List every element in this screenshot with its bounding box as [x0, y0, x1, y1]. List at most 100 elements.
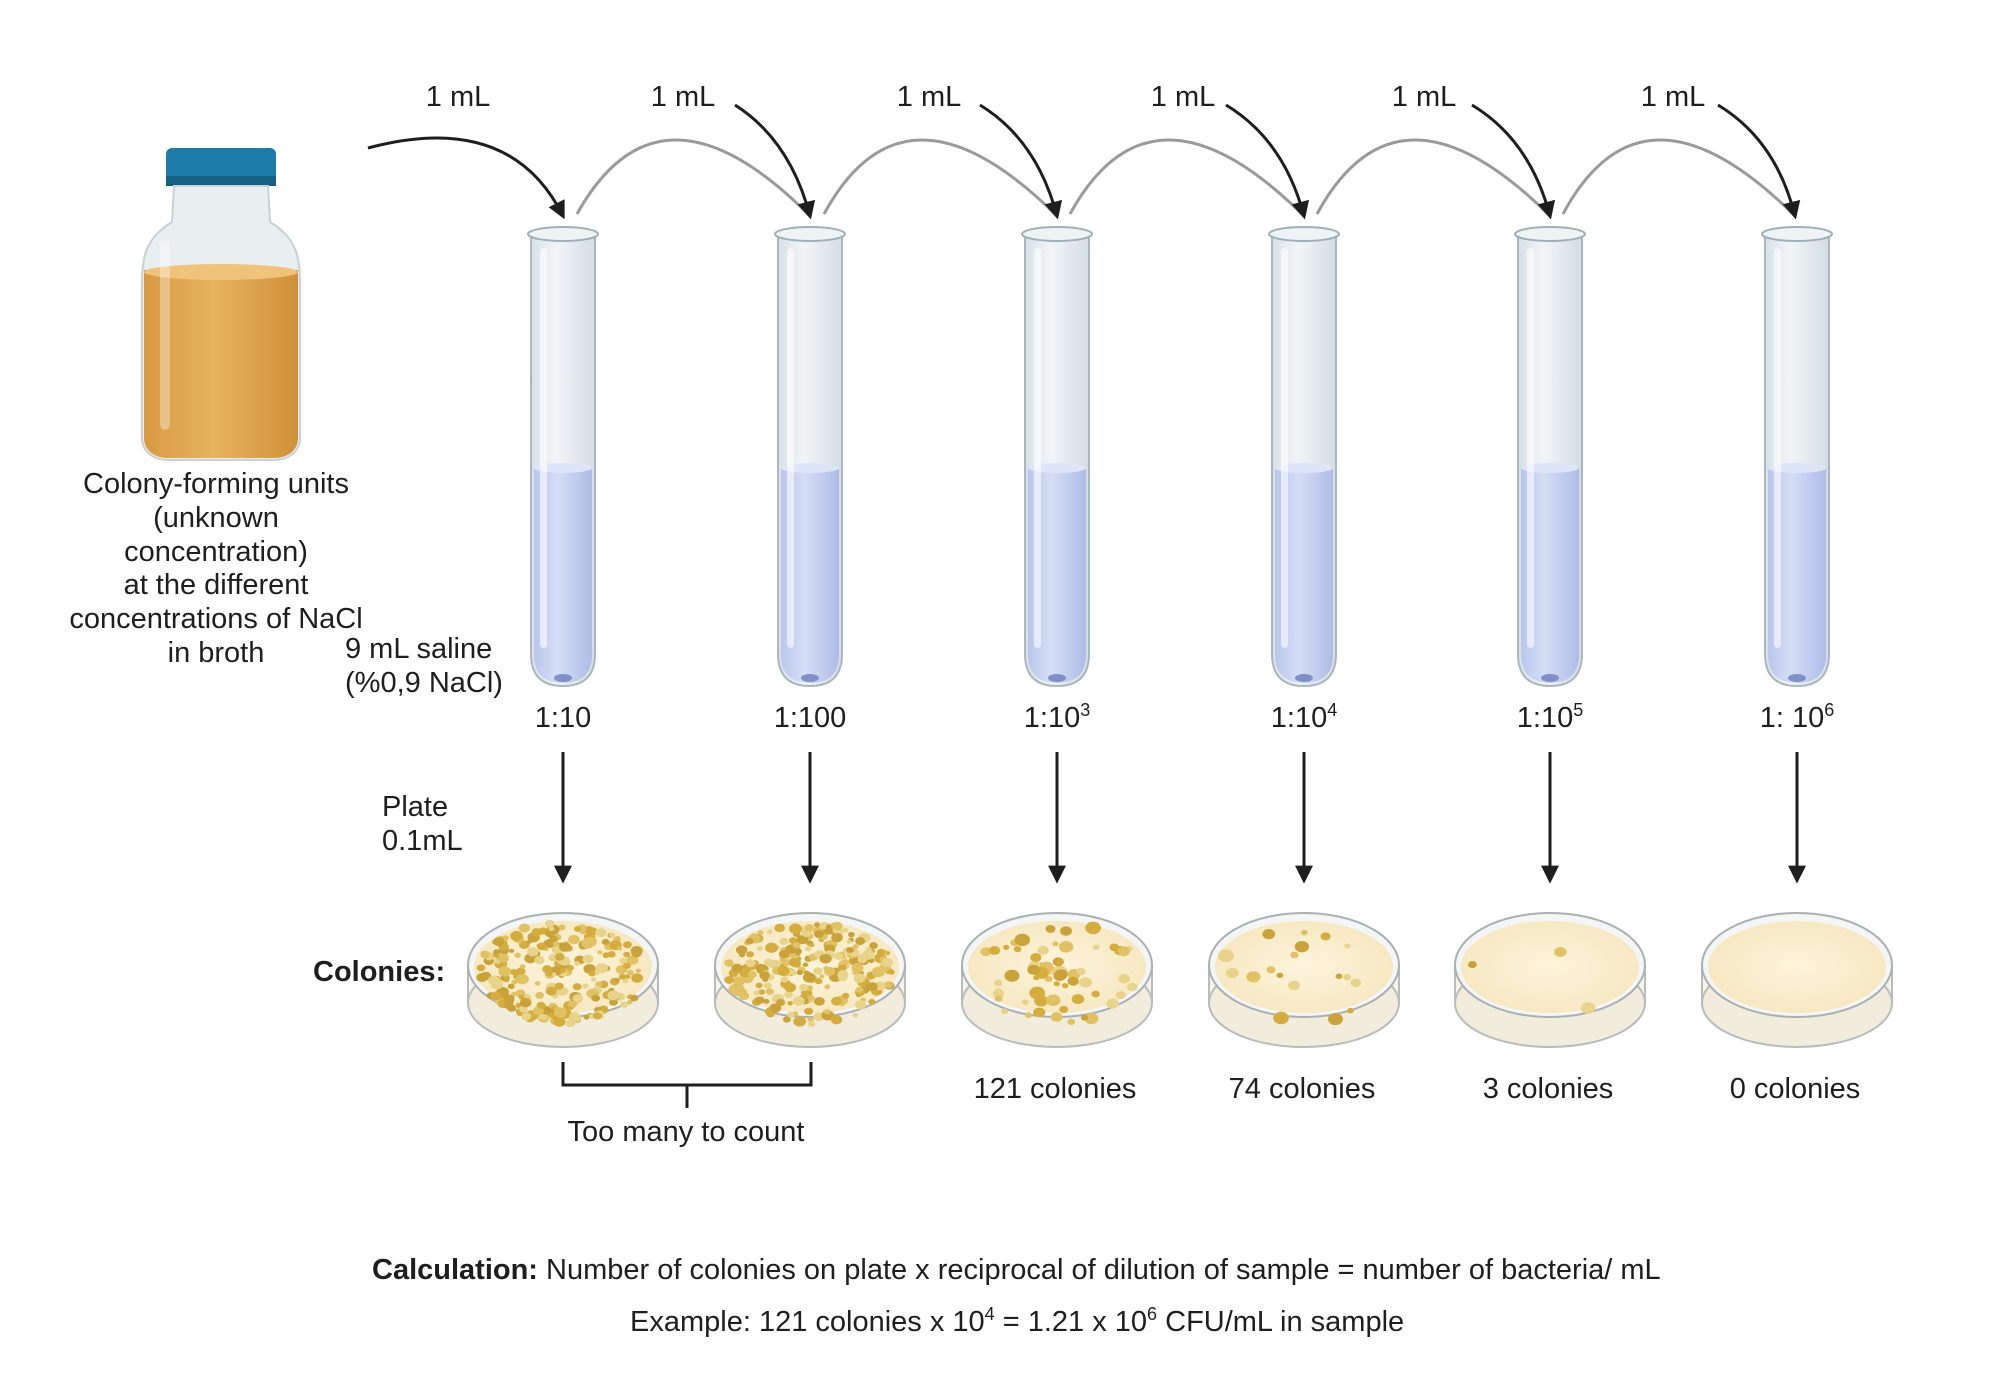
bottle-label-line: in broth	[167, 637, 265, 669]
colony	[595, 963, 609, 974]
tube-rim	[1514, 226, 1586, 242]
example-text: Example: 121 colonies x 104 = 1.21 x 106…	[630, 1304, 1405, 1338]
colony	[724, 975, 735, 984]
colony	[510, 931, 523, 942]
colony	[1246, 971, 1261, 983]
colony	[756, 946, 763, 952]
colony	[554, 1007, 567, 1018]
colony	[799, 983, 809, 992]
tube-saline	[1028, 468, 1086, 683]
colony	[819, 953, 832, 964]
colony	[568, 934, 580, 945]
colony	[778, 949, 790, 959]
colony	[493, 937, 505, 947]
colony	[536, 1001, 546, 1009]
colony	[807, 995, 815, 1001]
colony-count-4: 74 colonies	[1228, 1073, 1376, 1105]
colony	[745, 937, 754, 945]
colony	[515, 974, 529, 985]
colony	[574, 961, 580, 966]
colony	[1053, 970, 1067, 981]
colony	[520, 998, 532, 1008]
tube-saline	[781, 468, 839, 683]
colony	[1021, 999, 1029, 1006]
calculation-text: Calculation: Number of colonies on plate…	[372, 1253, 1672, 1287]
colony	[526, 939, 532, 944]
colony-count-3: 121 colonies	[973, 1073, 1137, 1105]
colony	[842, 928, 849, 933]
colony	[852, 1012, 859, 1018]
colony	[842, 959, 850, 966]
calculation-body: Number of colonies on plate x reciprocal…	[546, 1254, 1661, 1286]
colony	[1218, 949, 1234, 963]
colony	[788, 957, 801, 968]
dilution-label-5: 1:105	[1516, 700, 1584, 734]
transfer-label-5: 1 mL	[1391, 81, 1457, 113]
colonies	[1467, 947, 1596, 1014]
colony	[518, 923, 531, 933]
colony	[476, 973, 488, 983]
petri-dish-5	[1454, 912, 1646, 1048]
colony	[619, 957, 628, 965]
colony	[1225, 967, 1239, 979]
dilution-label-4: 1:104	[1270, 700, 1338, 734]
colony	[813, 996, 825, 1006]
petri-dish-3	[961, 912, 1153, 1048]
colony	[869, 942, 878, 950]
colony	[736, 987, 748, 997]
colony	[868, 998, 876, 1005]
colony	[1117, 946, 1130, 957]
colony	[755, 982, 763, 989]
colonies	[724, 921, 895, 1027]
colony	[1044, 975, 1053, 983]
colonies-label: Colonies:	[313, 956, 446, 988]
colony	[784, 982, 797, 993]
calculation-label: Calculation:	[372, 1254, 538, 1286]
colony	[1067, 1018, 1076, 1025]
colony	[597, 950, 603, 955]
colony	[747, 970, 757, 979]
colony	[803, 970, 810, 976]
colony	[1001, 1008, 1009, 1015]
colony	[994, 995, 1003, 1002]
transfer-arrows	[367, 103, 1801, 220]
colony	[824, 966, 836, 976]
transfer-arrow-3	[979, 103, 1063, 220]
colony	[515, 1002, 522, 1008]
colony	[884, 981, 893, 989]
colony	[545, 986, 557, 996]
colonies	[1218, 929, 1362, 1026]
colony	[623, 941, 632, 949]
colony	[1115, 991, 1126, 1000]
dish-agar	[1708, 921, 1886, 1013]
colony	[582, 954, 594, 964]
colony	[514, 952, 521, 958]
colony	[724, 959, 734, 967]
colony	[573, 926, 582, 932]
colony	[1344, 943, 1351, 949]
colony	[804, 924, 814, 932]
colony	[763, 998, 770, 1004]
colony	[807, 1020, 816, 1027]
colony	[566, 964, 574, 971]
colony	[616, 946, 623, 951]
colonies	[980, 921, 1138, 1025]
colony	[1092, 944, 1100, 950]
bottle-label-line: concentrations of NaCl	[69, 603, 363, 635]
transfer-arrow-4	[1225, 103, 1310, 220]
colony	[813, 967, 823, 975]
colony	[595, 981, 603, 988]
petri-dish-1	[467, 912, 659, 1048]
colony	[813, 922, 821, 928]
colony	[609, 932, 616, 938]
dilution-label-3: 1:103	[1023, 700, 1091, 734]
transfer-arc-4	[1068, 138, 1306, 218]
colony	[769, 1003, 782, 1013]
saline-label-line1: 9 mL saline	[345, 633, 493, 665]
colony	[624, 974, 631, 979]
colony	[1294, 940, 1310, 953]
colony	[1106, 998, 1120, 1009]
colony	[853, 973, 866, 983]
colony	[534, 981, 541, 986]
colony	[763, 982, 772, 989]
